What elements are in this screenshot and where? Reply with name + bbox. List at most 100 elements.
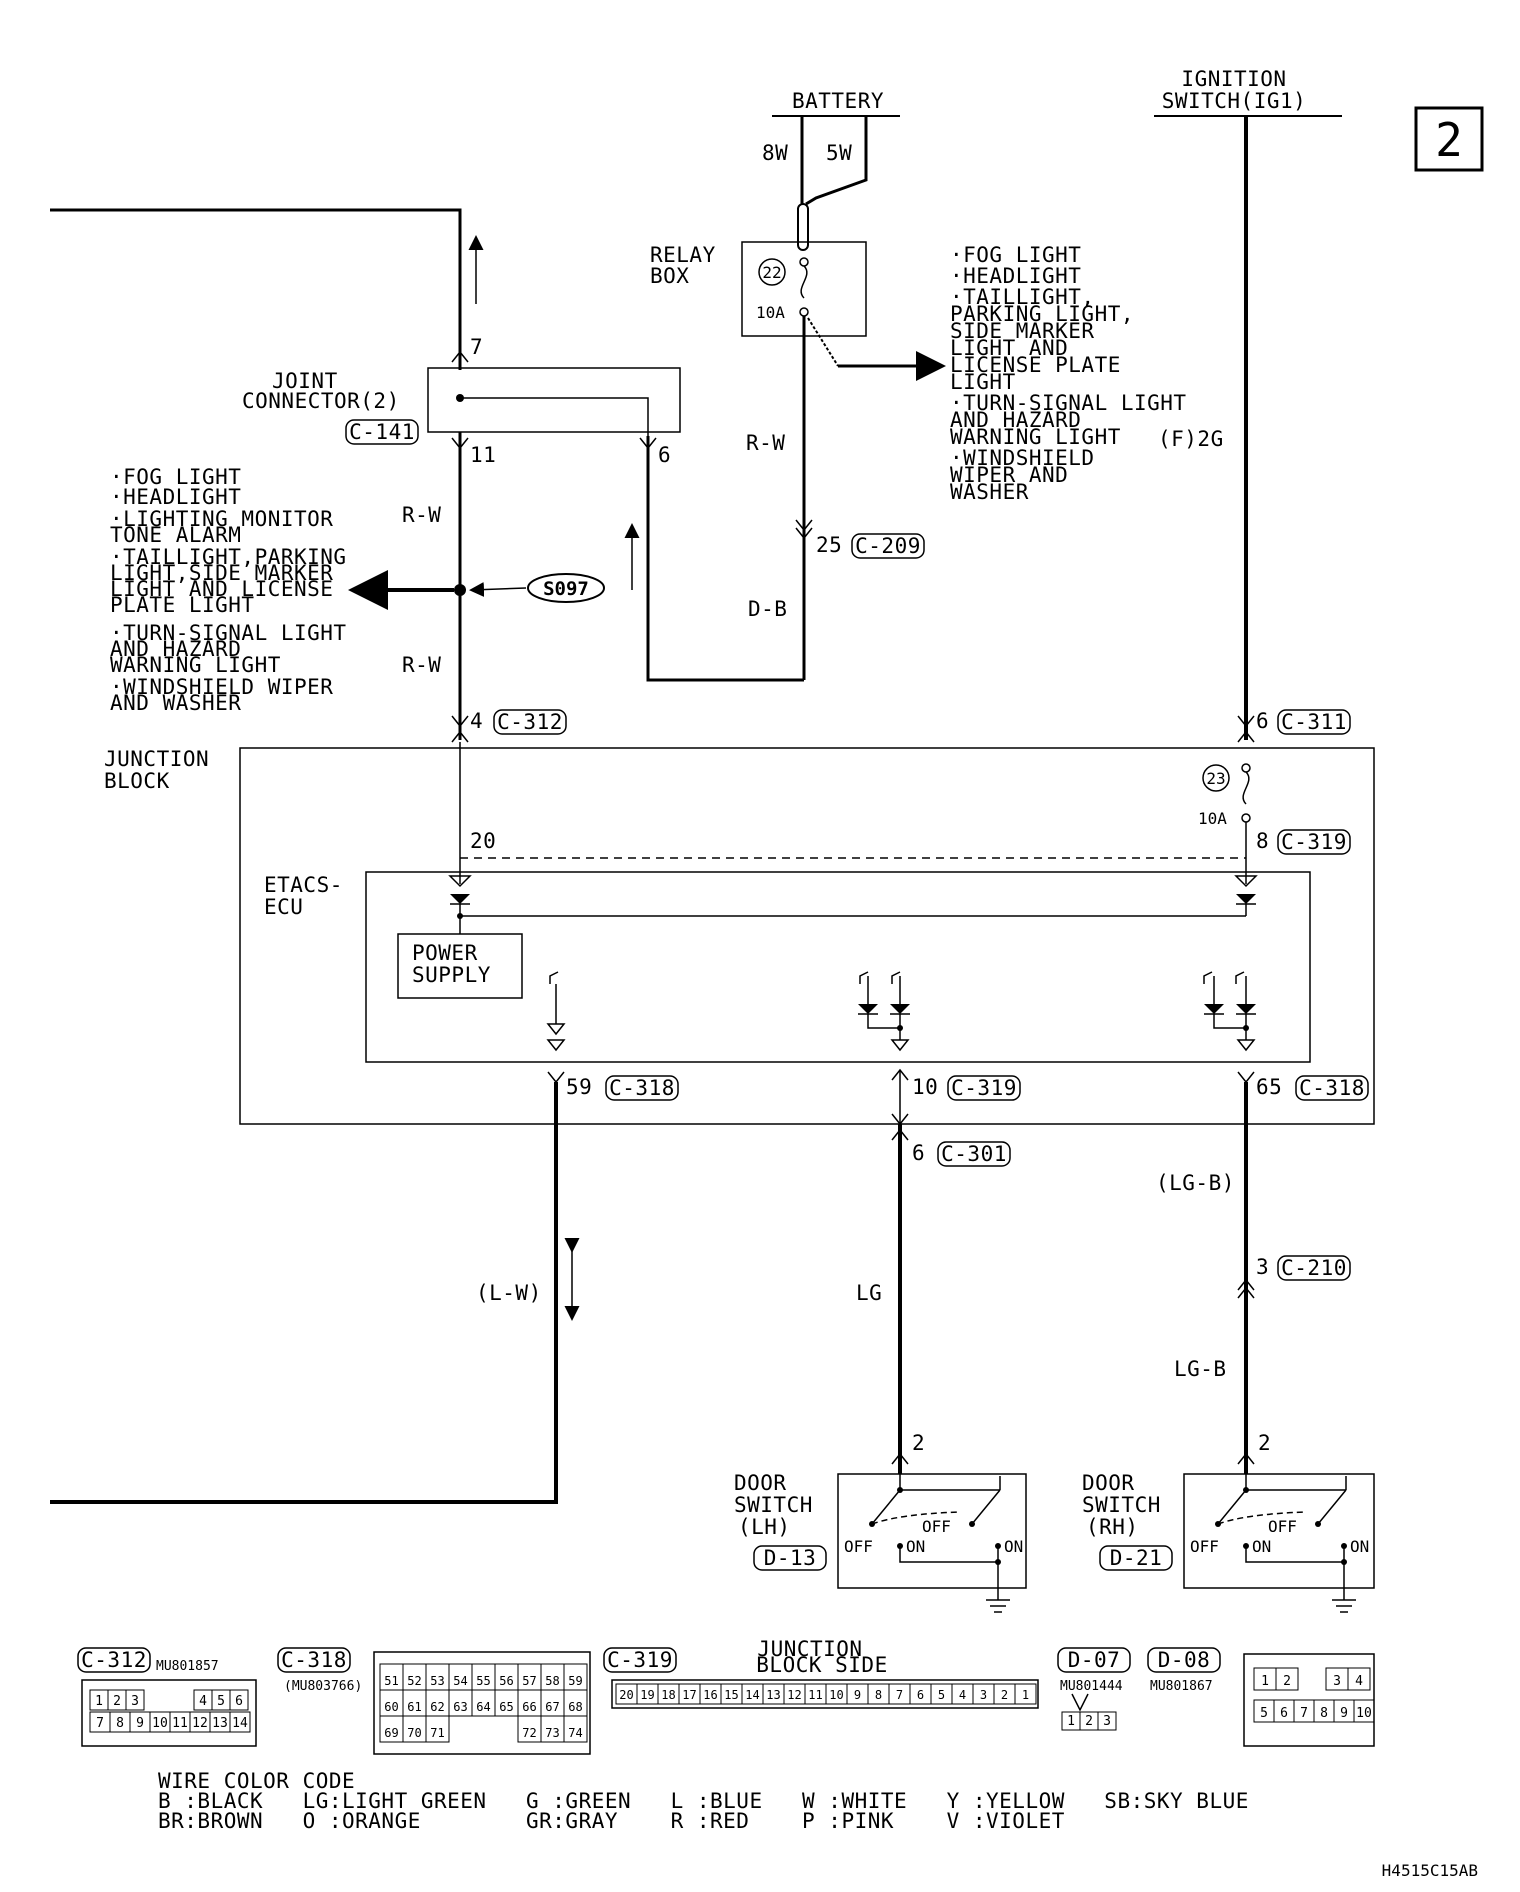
connector-pin-number: 15	[724, 1688, 738, 1702]
door-rh-title: DOOR	[1082, 1471, 1135, 1495]
connector-pin-number: 51	[384, 1674, 398, 1688]
conn-c318-face	[373, 1651, 591, 1755]
connector-pin-number: 53	[430, 1674, 444, 1688]
connector-pin-cell	[229, 1689, 249, 1711]
door-rh-pin-symbol	[1237, 1452, 1255, 1465]
connector-pin-number: 73	[545, 1726, 559, 1740]
conn-c209-label: C-209	[855, 534, 921, 558]
connector-pin-number: 5	[1260, 1706, 1268, 1721]
connector-pin-number: 59	[568, 1674, 582, 1688]
connector-pin-number: 62	[430, 1700, 444, 1714]
splice-node	[454, 584, 466, 596]
svg-text:LIGHT AND: LIGHT AND	[950, 336, 1068, 360]
connector-pin-number: 54	[453, 1674, 467, 1688]
connector-pin-number: 12	[192, 1716, 208, 1731]
conn-d07-key	[1071, 1693, 1089, 1712]
wire-5w	[805, 116, 868, 206]
connector-pin-number: 64	[476, 1700, 490, 1714]
conn-c312-face	[81, 1679, 257, 1747]
connector-pin-number: 2	[113, 1694, 121, 1709]
relay-branch-arrow	[807, 317, 839, 367]
conn-c319b-box	[947, 1075, 1021, 1101]
connector-pin-number: 8	[1320, 1706, 1328, 1721]
conn-c319-title-2: BLOCK SIDE	[756, 1653, 887, 1677]
connector-pin-number: 9	[854, 1688, 861, 1702]
conn-c318a-box	[605, 1075, 679, 1101]
connector-pin-number: 5	[938, 1688, 945, 1702]
connector-pin-number: 10	[829, 1688, 843, 1702]
connector-pin-number: 1	[1022, 1688, 1029, 1702]
connector-pin-number: 2	[1085, 1714, 1093, 1729]
pin-59-symbol	[547, 1071, 565, 1084]
fuse-23-circle	[1202, 764, 1230, 792]
door-lh-switch	[869, 1474, 1010, 1613]
connector-pin-number: 74	[568, 1726, 582, 1740]
connector-pin-number: 20	[619, 1688, 633, 1702]
fuse-22-symbol	[800, 265, 808, 299]
fuse-22-top	[799, 257, 809, 267]
pin-59-label: 59	[566, 1075, 592, 1099]
conn-c318b-box	[1295, 1075, 1369, 1101]
connector-pin-number: 19	[640, 1688, 654, 1702]
joint-connector-box	[427, 367, 681, 433]
wire-5w-label: 5W	[826, 141, 852, 165]
wire-lgb-label: LG-B	[1174, 1357, 1227, 1381]
connector-pin-number: 1	[1261, 1674, 1269, 1689]
connector-pin-number: 7	[96, 1716, 104, 1731]
pin-65-symbol	[1237, 1071, 1255, 1084]
connector-pin-number: 4	[1355, 1674, 1363, 1689]
wire-lw	[50, 1082, 558, 1504]
fuse-link	[797, 203, 809, 251]
wire-rw-label-2: R-W	[402, 653, 441, 677]
pin-10-label: 10	[912, 1075, 938, 1099]
ignition-title-2: SWITCH(IG1)	[1162, 89, 1307, 113]
junction-block-title-2: BLOCK	[104, 769, 170, 793]
door-lh-pin-label: 2	[912, 1431, 925, 1455]
conn-c319-face	[611, 1679, 1039, 1709]
conn-c319-face-name-box	[603, 1647, 677, 1673]
connector-pin-cell	[1275, 1667, 1299, 1691]
door-rh-pin-label: 2	[1258, 1431, 1271, 1455]
relay-box-title: RELAY	[650, 243, 716, 267]
svg-text:WARNING LIGHT: WARNING LIGHT	[950, 425, 1121, 449]
connector-pin-number: 71	[430, 1726, 444, 1740]
wire-rw-label-1: R-W	[402, 503, 441, 527]
wire-color-code-line-2: BR:BROWN O :ORANGE GR:GRAY R :RED P :PIN…	[158, 1809, 1065, 1833]
ignition-title: IGNITION	[1181, 67, 1286, 91]
pin-3-symbol	[1237, 1278, 1255, 1299]
conn-c209-symbol	[795, 519, 813, 540]
ecu-output-symbols	[546, 971, 1256, 1052]
svg-text:PARKING LIGHT,: PARKING LIGHT,	[950, 302, 1134, 326]
door-lh-title-3: (LH)	[738, 1515, 791, 1539]
conn-c312-box	[493, 709, 567, 735]
conn-c301-label: C-301	[941, 1142, 1007, 1166]
connector-pin-number: 12	[787, 1688, 801, 1702]
junction-block-title: JUNCTION	[104, 747, 209, 771]
conn-c301-box	[937, 1141, 1011, 1167]
svg-text:AND HAZARD: AND HAZARD	[110, 637, 241, 661]
etacs-ecu-box	[365, 871, 1311, 1063]
connector-pin-number: 65	[499, 1700, 513, 1714]
pin-6-ig-label: 6	[1256, 709, 1269, 733]
wire-db-label: D-B	[748, 597, 787, 621]
joint-connector-title-2: CONNECTOR(2)	[242, 389, 400, 413]
splice-s097-ellipse	[527, 573, 605, 603]
connector-pin-number: 11	[808, 1688, 822, 1702]
power-supply-box	[397, 933, 523, 999]
page-number: 2	[1435, 113, 1463, 167]
connector-pin-number: 57	[522, 1674, 536, 1688]
fuse-23-top	[1241, 763, 1251, 773]
connector-pin-number: 16	[703, 1688, 717, 1702]
pin-4-symbol	[451, 715, 469, 743]
svg-text:·HEADLIGHT: ·HEADLIGHT	[950, 264, 1081, 288]
svg-text:·TURN-SIGNAL LIGHT: ·TURN-SIGNAL LIGHT	[950, 391, 1187, 415]
connector-pin-number: 1	[95, 1694, 103, 1709]
connector-pin-number: 13	[212, 1716, 228, 1731]
svg-text:LIGHT,SIDE MARKER: LIGHT,SIDE MARKER	[110, 561, 333, 585]
fuse-23-rating: 10A	[1198, 809, 1227, 828]
etacs-ecu-title: ETACS-	[264, 873, 343, 897]
connector-pin-number: 6	[1280, 1706, 1288, 1721]
connector-pin-number: 10	[1356, 1706, 1372, 1721]
